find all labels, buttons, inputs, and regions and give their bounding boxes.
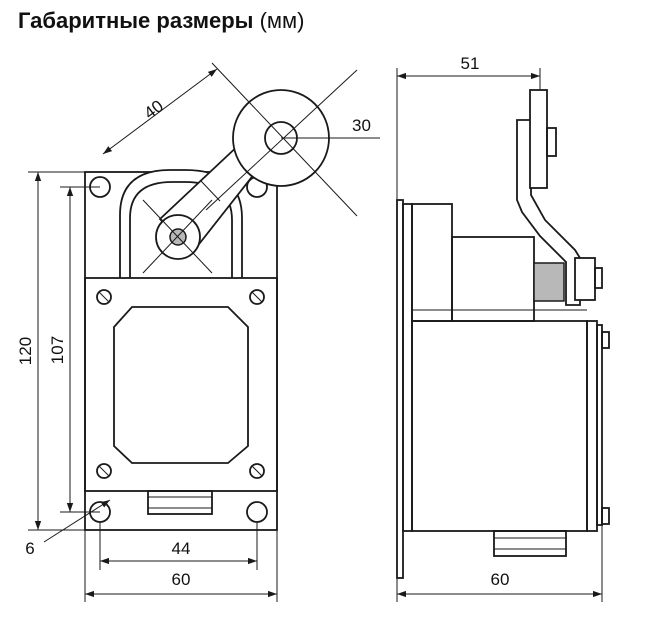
dim-leader-hole bbox=[43, 499, 111, 543]
front-view bbox=[84, 62, 358, 531]
roller-centerline-a bbox=[211, 62, 358, 217]
side-roller bbox=[529, 89, 548, 189]
side-body-cover-edge bbox=[596, 324, 603, 526]
dim-label-lever-length: 40 bbox=[140, 96, 167, 123]
side-body bbox=[411, 320, 588, 532]
front-cable-entry bbox=[147, 490, 213, 515]
side-shaft bbox=[533, 262, 565, 302]
side-view bbox=[396, 89, 610, 579]
lever-arm-joint bbox=[200, 180, 221, 202]
roller-centerline-b bbox=[205, 69, 358, 211]
dim-label-hole-spacing-vertical: 107 bbox=[48, 336, 67, 364]
side-head-block bbox=[411, 203, 453, 322]
dim-label-side-lever-reach: 51 bbox=[461, 54, 480, 73]
dim-label-side-depth: 60 bbox=[491, 570, 510, 589]
dim-line-40 bbox=[102, 68, 218, 155]
side-body-cover bbox=[586, 320, 598, 532]
dim-label-front-width: 60 bbox=[172, 570, 191, 589]
screw-bottom-right bbox=[249, 463, 265, 479]
dim-label-hole-diameter: 6 bbox=[25, 539, 34, 558]
title-main: Габаритные размеры bbox=[18, 8, 254, 33]
side-screw-bottom bbox=[601, 507, 610, 525]
side-lever-nut bbox=[574, 257, 596, 301]
side-lever bbox=[516, 119, 581, 306]
side-lever-bolt bbox=[594, 267, 603, 289]
pivot-centerline-b bbox=[142, 199, 213, 274]
title-unit: (мм) bbox=[259, 8, 305, 33]
page-title: Габаритные размеры (мм) bbox=[18, 8, 305, 34]
side-screw-top bbox=[601, 331, 610, 349]
front-cover-outline bbox=[113, 306, 249, 464]
side-roller-axle bbox=[546, 127, 557, 157]
side-head-extension bbox=[451, 236, 535, 322]
side-dimensions: 51 60 bbox=[396, 54, 603, 602]
dim-label-total-height: 120 bbox=[16, 337, 35, 365]
screw-top-left bbox=[96, 289, 112, 305]
dim-label-hole-spacing-horizontal: 44 bbox=[172, 539, 191, 558]
mounting-hole-bottom-right bbox=[246, 501, 268, 523]
screw-top-right bbox=[249, 289, 265, 305]
dim-label-roller-diameter: 30 bbox=[352, 116, 371, 135]
screw-bottom-left bbox=[96, 463, 112, 479]
side-cable-entry bbox=[493, 530, 567, 557]
side-plate-flange bbox=[402, 203, 413, 532]
